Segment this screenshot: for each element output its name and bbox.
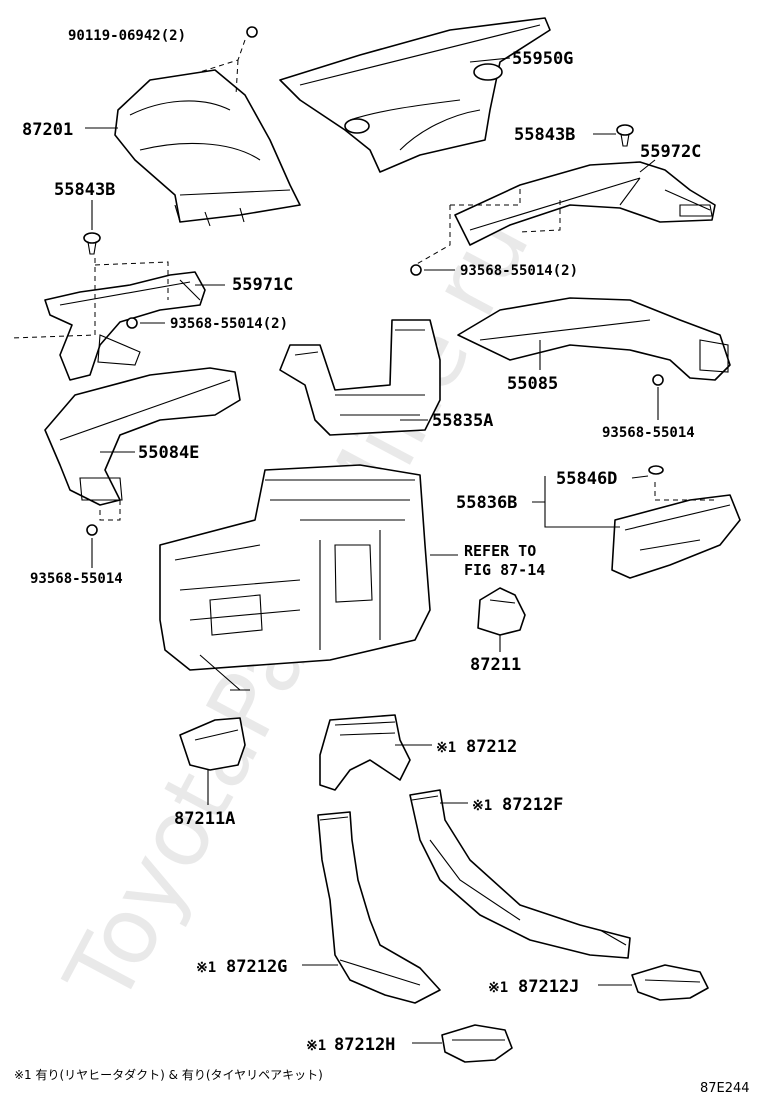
- marker-87212f: ※1: [472, 798, 492, 814]
- bolt-93568-left: [86, 524, 98, 536]
- bolt-93568-right-2: [410, 264, 422, 276]
- label-90119-06942[interactable]: 90119-06942(2): [68, 28, 186, 44]
- label-55950g[interactable]: 55950G: [512, 49, 573, 69]
- label-55843b-top[interactable]: 55843B: [514, 125, 575, 145]
- footnote: ※1 有り(リヤヒータダクト) & 有り(タイヤリペアキット): [14, 1067, 323, 1082]
- marker-87212h: ※1: [306, 1038, 326, 1054]
- label-87212j[interactable]: 87212J: [518, 977, 579, 997]
- label-55972c[interactable]: 55972C: [640, 142, 701, 162]
- label-55836b[interactable]: 55836B: [456, 493, 517, 513]
- label-87212[interactable]: 87212: [466, 737, 517, 757]
- clip-55846d: [648, 465, 664, 475]
- label-87201[interactable]: 87201: [22, 120, 73, 140]
- marker-87212j: ※1: [488, 980, 508, 996]
- part-87211a-drawing: [179, 717, 246, 771]
- part-87212g-drawing: [317, 811, 441, 1004]
- figure-code: 87E244: [700, 1081, 750, 1096]
- leader-55972c: [639, 159, 656, 173]
- dash-55084e: [99, 500, 121, 521]
- marker-87212: ※1: [436, 740, 456, 756]
- label-55835a[interactable]: 55835A: [432, 411, 493, 431]
- bolt-93568-left-2: [126, 317, 138, 329]
- part-55085-drawing: [457, 297, 731, 381]
- marker-87212g: ※1: [196, 960, 216, 976]
- clip-55843b-top: [616, 124, 634, 147]
- part-87212j-drawing: [631, 964, 709, 1001]
- label-refer-to[interactable]: REFER TO: [464, 542, 536, 560]
- leader-55846d: [631, 475, 649, 479]
- part-55836b-drawing: [611, 494, 741, 579]
- bolt-90119: [246, 26, 258, 38]
- leader-55950g: [469, 57, 511, 63]
- label-93568-55014-2-left[interactable]: 93568-55014(2): [170, 316, 288, 332]
- part-55950g-drawing: [279, 17, 551, 173]
- part-87212-drawing: [319, 714, 411, 791]
- leader-55836b: [532, 476, 620, 528]
- label-55846d[interactable]: 55846D: [556, 469, 617, 489]
- part-87212f-drawing: [409, 789, 631, 959]
- part-87211-drawing: [477, 587, 526, 636]
- dash-55972c: [414, 185, 561, 266]
- label-fig-87-14[interactable]: FIG 87-14: [464, 561, 545, 579]
- label-55843b-left[interactable]: 55843B: [54, 180, 115, 200]
- label-87212f[interactable]: 87212F: [502, 795, 563, 815]
- label-87211a[interactable]: 87211A: [174, 809, 235, 829]
- part-55971c-drawing: [44, 271, 206, 381]
- part-55972c-drawing: [454, 161, 716, 246]
- bolt-93568-right: [652, 374, 664, 386]
- dash-87201-bolt: [199, 39, 246, 96]
- label-55971c[interactable]: 55971C: [232, 275, 293, 295]
- label-93568-55014-left[interactable]: 93568-55014: [30, 571, 123, 587]
- label-55084e[interactable]: 55084E: [138, 443, 199, 463]
- label-93568-55014-right[interactable]: 93568-55014: [602, 425, 695, 441]
- label-93568-55014-2-right[interactable]: 93568-55014(2): [460, 263, 578, 279]
- part-55084e-drawing: [44, 367, 241, 506]
- label-87211[interactable]: 87211: [470, 655, 521, 675]
- label-87212h[interactable]: 87212H: [334, 1035, 395, 1055]
- part-87201-drawing: [114, 69, 301, 227]
- label-55085[interactable]: 55085: [507, 374, 558, 394]
- part-55835a-drawing: [279, 319, 441, 436]
- label-87212g[interactable]: 87212G: [226, 957, 287, 977]
- clip-55843b-left: [83, 232, 101, 255]
- dash-55971c: [11, 258, 169, 339]
- dash-55846d: [654, 482, 715, 501]
- heater-unit-drawing: [159, 464, 431, 691]
- part-87212h-drawing: [441, 1024, 513, 1063]
